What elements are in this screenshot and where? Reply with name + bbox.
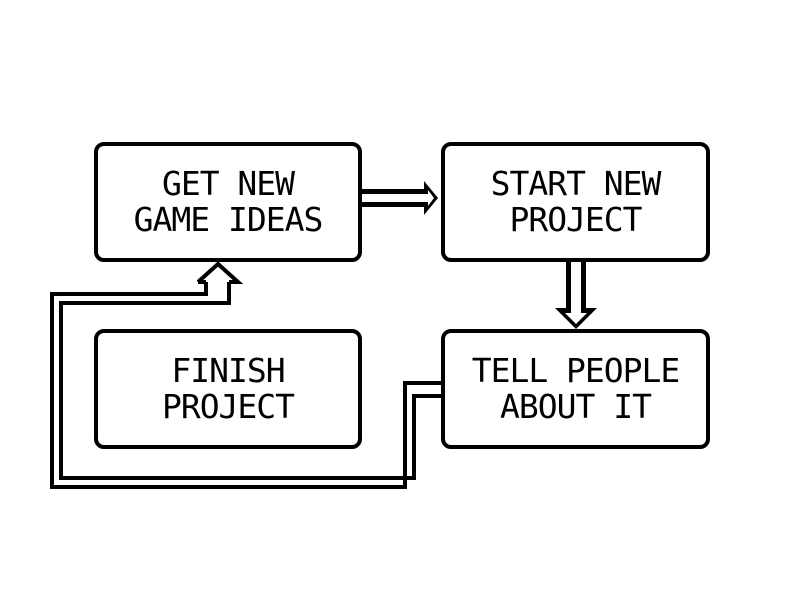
step-label-finish-project: FINISH PROJECT bbox=[161, 351, 295, 426]
loop-path-tell-to-get-ideas bbox=[50, 261, 441, 489]
step-tell-people-about-it: TELL PEOPLE ABOUT IT bbox=[441, 329, 710, 449]
step-start-new-project: START NEW PROJECT bbox=[441, 142, 710, 262]
step-finish-project: FINISH PROJECT bbox=[94, 329, 362, 449]
step-label-tell-people: TELL PEOPLE ABOUT IT bbox=[471, 351, 681, 426]
step-get-new-game-ideas: GET NEW GAME IDEAS bbox=[94, 142, 362, 262]
step-label-get-ideas: GET NEW GAME IDEAS bbox=[133, 164, 324, 239]
arrow-start-to-tell bbox=[555, 262, 597, 329]
step-label-start-project: START NEW PROJECT bbox=[490, 164, 662, 239]
arrow-get-ideas-to-start bbox=[362, 181, 438, 215]
